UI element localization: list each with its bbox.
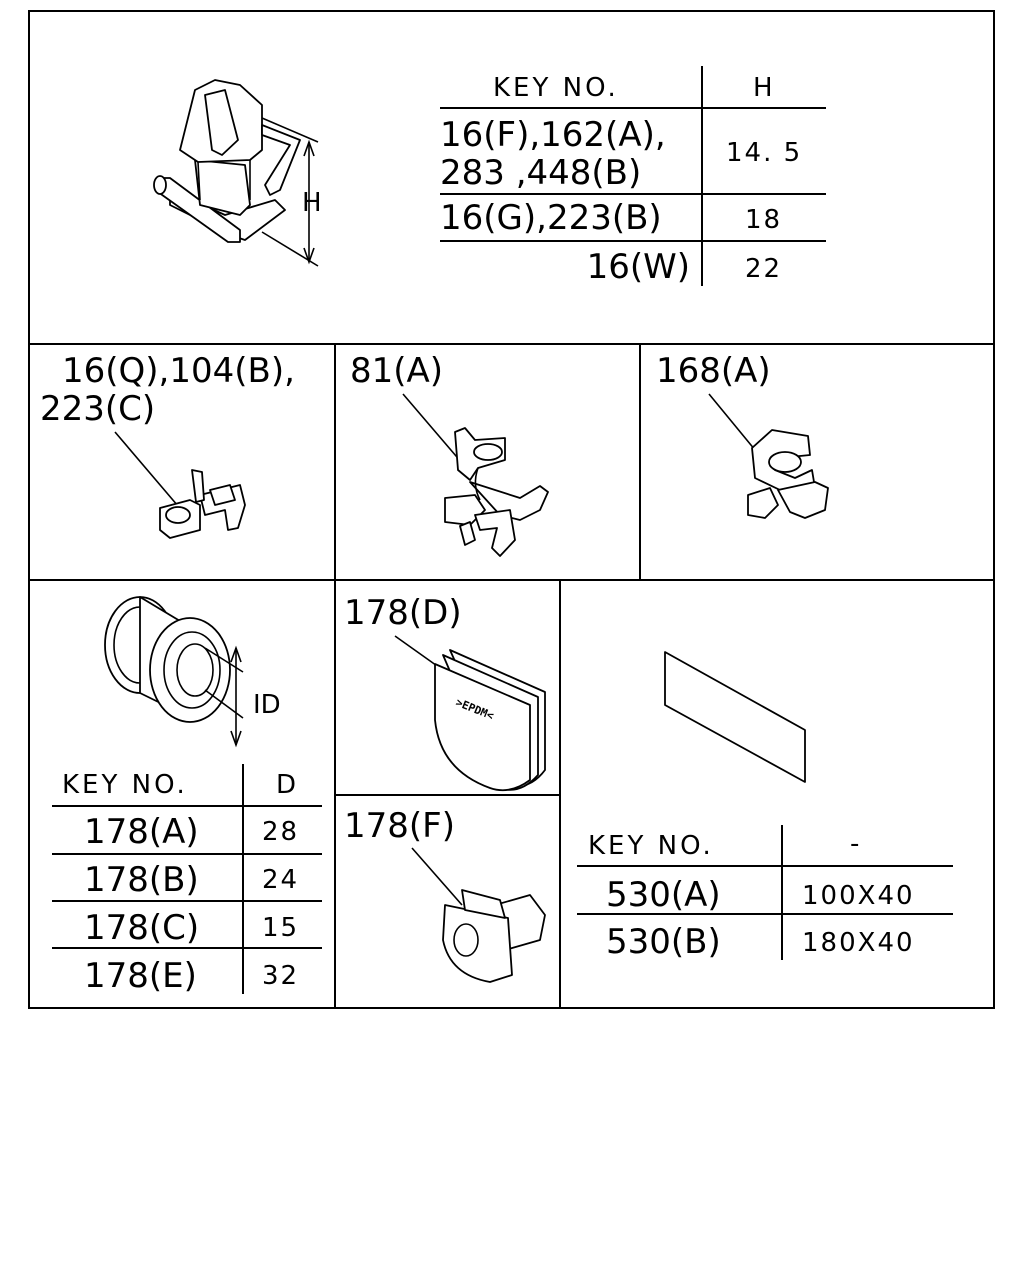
clip-a-label-line1: 16(Q),104(B), bbox=[62, 351, 295, 391]
clip-h-drawing bbox=[153, 79, 319, 267]
clip-c-label: 168(A) bbox=[656, 351, 771, 391]
height-table-row2-key: 16(G),223(B) bbox=[440, 198, 662, 238]
diameter-table-row2-key: 178(B) bbox=[84, 860, 199, 900]
height-table-row1-value: 14. 5 bbox=[726, 138, 802, 168]
size-table-row2-value: 180X40 bbox=[802, 928, 915, 958]
size-table-row2-key: 530(B) bbox=[606, 922, 721, 962]
diameter-table-row1-key: 178(A) bbox=[84, 812, 199, 852]
seal-d-label: 178(D) bbox=[344, 593, 462, 633]
diameter-table-header-value: D bbox=[276, 770, 299, 800]
size-table-row1-key: 530(A) bbox=[606, 875, 721, 915]
height-table bbox=[440, 66, 826, 286]
size-table-row1-value: 100X40 bbox=[802, 881, 915, 911]
diameter-table-row3-key: 178(C) bbox=[84, 908, 199, 948]
size-table bbox=[577, 825, 953, 960]
grommet-drawing bbox=[104, 596, 244, 748]
height-table-header-key: KEY NO. bbox=[493, 73, 619, 103]
seal-f-label: 178(F) bbox=[344, 806, 455, 846]
clip-a-drawing bbox=[114, 431, 246, 539]
pad-drawing bbox=[664, 651, 806, 783]
panel-frames bbox=[28, 10, 995, 1009]
height-table-row3-value: 22 bbox=[745, 254, 782, 284]
seal-d-drawing bbox=[394, 635, 546, 792]
size-table-header-key: KEY NO. bbox=[588, 831, 714, 861]
height-table-row1-key-line2: 283 ,448(B) bbox=[440, 153, 641, 193]
height-table-row1-key-line1: 16(F),162(A), bbox=[440, 115, 666, 155]
dimension-label-id: ID bbox=[253, 690, 281, 720]
diameter-table-row3-value: 15 bbox=[262, 913, 299, 943]
diameter-table-row4-key: 178(E) bbox=[84, 956, 197, 996]
clip-b-label: 81(A) bbox=[350, 351, 443, 391]
diameter-table-row1-value: 28 bbox=[262, 817, 299, 847]
diameter-table-header-key: KEY NO. bbox=[62, 770, 188, 800]
clip-c-drawing bbox=[708, 393, 829, 519]
height-table-row2-value: 18 bbox=[745, 205, 782, 235]
clip-b-drawing bbox=[402, 393, 549, 557]
diameter-table bbox=[52, 764, 322, 994]
clip-a-label-line2: 223(C) bbox=[40, 389, 155, 429]
height-table-header-value: H bbox=[753, 73, 776, 103]
size-table-header-value: - bbox=[850, 829, 862, 859]
dimension-label-h: H bbox=[302, 188, 322, 218]
diameter-table-row4-value: 32 bbox=[262, 961, 299, 991]
seal-f-drawing bbox=[411, 847, 546, 983]
height-table-row3-key: 16(W) bbox=[587, 247, 690, 287]
diameter-table-row2-value: 24 bbox=[262, 865, 299, 895]
